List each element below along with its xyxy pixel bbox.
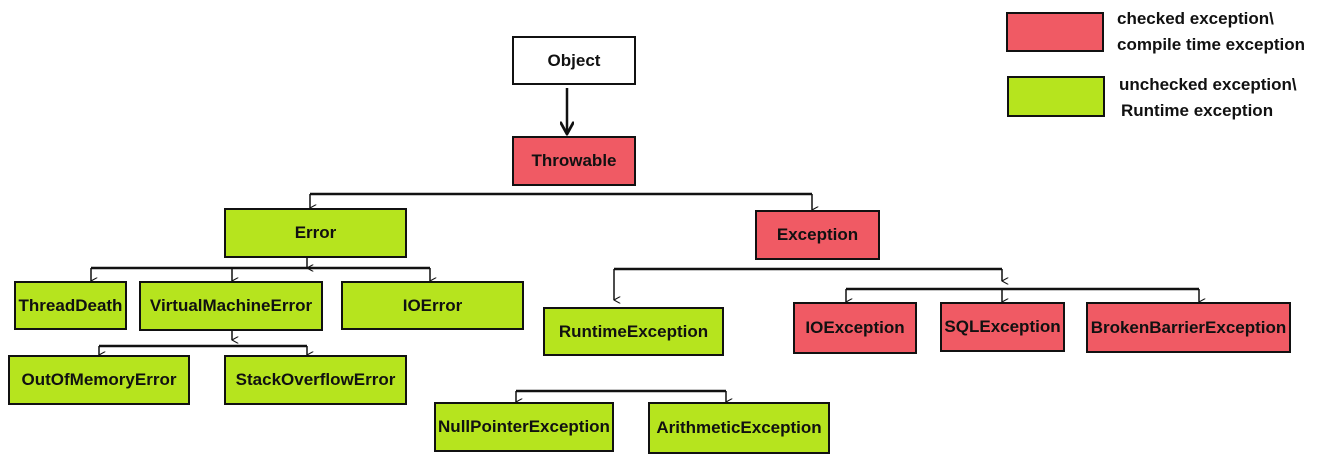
node-io-exception: IOException [793, 302, 917, 354]
node-broken-barrier-exception: BrokenBarrierException [1086, 302, 1291, 353]
node-exception: Exception [755, 210, 880, 260]
legend-unchecked-line1: unchecked exception\ [1119, 75, 1297, 94]
node-out-of-memory-error: OutOfMemoryError [8, 355, 190, 405]
node-io-error: IOError [341, 281, 524, 330]
legend-checked-line1: checked exception\ [1117, 9, 1274, 28]
node-throwable: Throwable [512, 136, 636, 186]
node-thread-death: ThreadDeath [14, 281, 127, 330]
node-sql-exception: SQLException [940, 302, 1065, 352]
node-stack-overflow-error: StackOverflowError [224, 355, 407, 405]
node-null-pointer-exception: NullPointerException [434, 402, 614, 452]
node-runtime-exception: RuntimeException [543, 307, 724, 356]
node-arithmetic-exception: ArithmeticException [648, 402, 830, 454]
node-object: Object [512, 36, 636, 85]
node-error: Error [224, 208, 407, 258]
legend-unchecked-line2: Runtime exception [1121, 101, 1274, 120]
legend-checked-line2: compile time exception [1117, 35, 1305, 54]
legend-swatch-checked [1006, 12, 1104, 52]
node-virtual-machine-error: VirtualMachineError [139, 281, 323, 331]
legend-swatch-unchecked [1007, 76, 1105, 117]
